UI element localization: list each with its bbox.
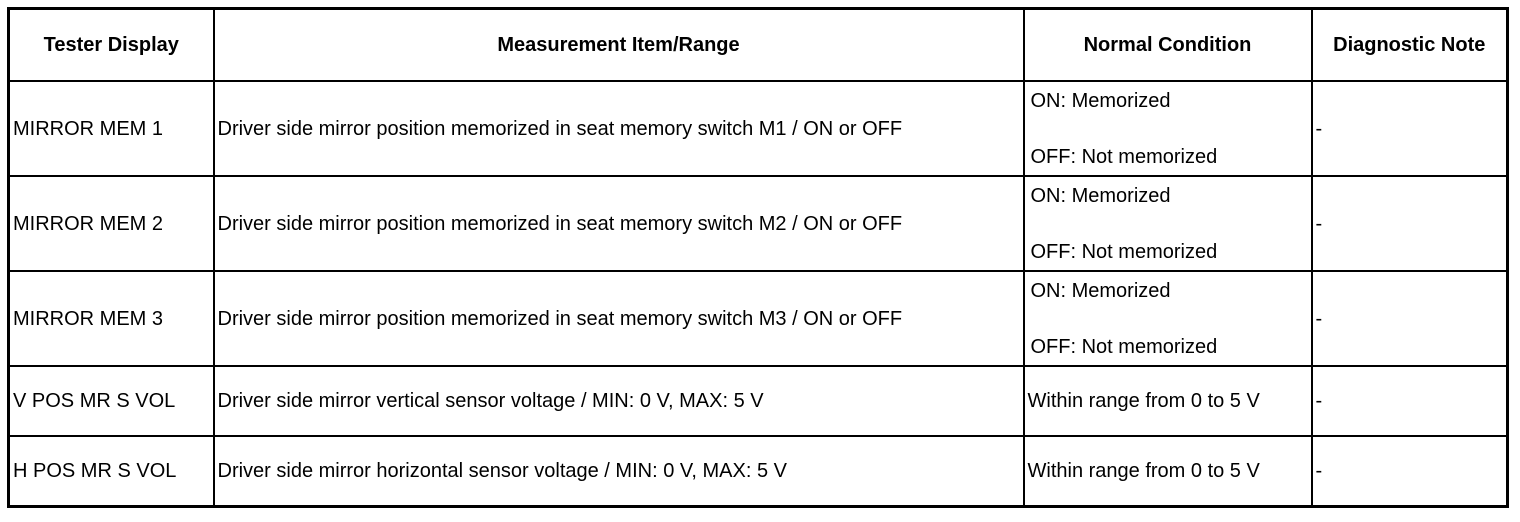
cell-measurement: Driver side mirror horizontal sensor vol…: [212, 435, 1025, 508]
cell-normal-condition: ON: Memorized OFF: Not memorized: [1022, 270, 1313, 367]
cell-diagnostic-note: -: [1310, 175, 1509, 272]
cell-measurement: Driver side mirror position memorized in…: [212, 175, 1025, 272]
cell-measurement: Driver side mirror vertical sensor volta…: [212, 365, 1025, 437]
table-row: MIRROR MEM 3 Driver side mirror position…: [7, 270, 1509, 367]
header-row: Tester Display Measurement Item/Range No…: [7, 7, 1509, 82]
cell-diagnostic-note: -: [1310, 435, 1509, 508]
normal-on-text: ON: Memorized: [1030, 185, 1171, 207]
normal-off-text: OFF: Not memorized: [1030, 241, 1218, 263]
table-row: MIRROR MEM 1 Driver side mirror position…: [7, 80, 1509, 177]
normal-off-text: OFF: Not memorized: [1030, 336, 1218, 358]
table-header: Tester Display Measurement Item/Range No…: [7, 7, 1509, 82]
cell-measurement: Driver side mirror position memorized in…: [212, 80, 1025, 177]
cell-normal-condition: Within range from 0 to 5 V: [1022, 365, 1313, 437]
cell-tester-display: MIRROR MEM 1: [7, 80, 215, 177]
cell-normal-condition: ON: Memorized OFF: Not memorized: [1022, 175, 1313, 272]
normal-on-text: ON: Memorized: [1030, 280, 1171, 302]
header-tester-display: Tester Display: [7, 7, 215, 82]
cell-diagnostic-note: -: [1310, 270, 1509, 367]
data-list-table-wrapper: Tester Display Measurement Item/Range No…: [7, 7, 1509, 508]
cell-measurement: Driver side mirror position memorized in…: [212, 270, 1025, 367]
cell-tester-display: MIRROR MEM 2: [7, 175, 215, 272]
data-list-table: Tester Display Measurement Item/Range No…: [7, 7, 1509, 508]
table-row: V POS MR S VOL Driver side mirror vertic…: [7, 365, 1509, 437]
header-diagnostic-note: Diagnostic Note: [1310, 7, 1509, 82]
cell-tester-display: V POS MR S VOL: [7, 365, 215, 437]
header-normal-condition: Normal Condition: [1022, 7, 1313, 82]
normal-off-text: OFF: Not memorized: [1030, 146, 1218, 168]
header-measurement: Measurement Item/Range: [212, 7, 1025, 82]
cell-tester-display: H POS MR S VOL: [7, 435, 215, 508]
table-body: MIRROR MEM 1 Driver side mirror position…: [7, 80, 1509, 508]
cell-diagnostic-note: -: [1310, 80, 1509, 177]
table-row: MIRROR MEM 2 Driver side mirror position…: [7, 175, 1509, 272]
table-row: H POS MR S VOL Driver side mirror horizo…: [7, 435, 1509, 508]
cell-normal-condition: Within range from 0 to 5 V: [1022, 435, 1313, 508]
cell-diagnostic-note: -: [1310, 365, 1509, 437]
cell-normal-condition: ON: Memorized OFF: Not memorized: [1022, 80, 1313, 177]
cell-tester-display: MIRROR MEM 3: [7, 270, 215, 367]
normal-on-text: ON: Memorized: [1030, 90, 1171, 112]
